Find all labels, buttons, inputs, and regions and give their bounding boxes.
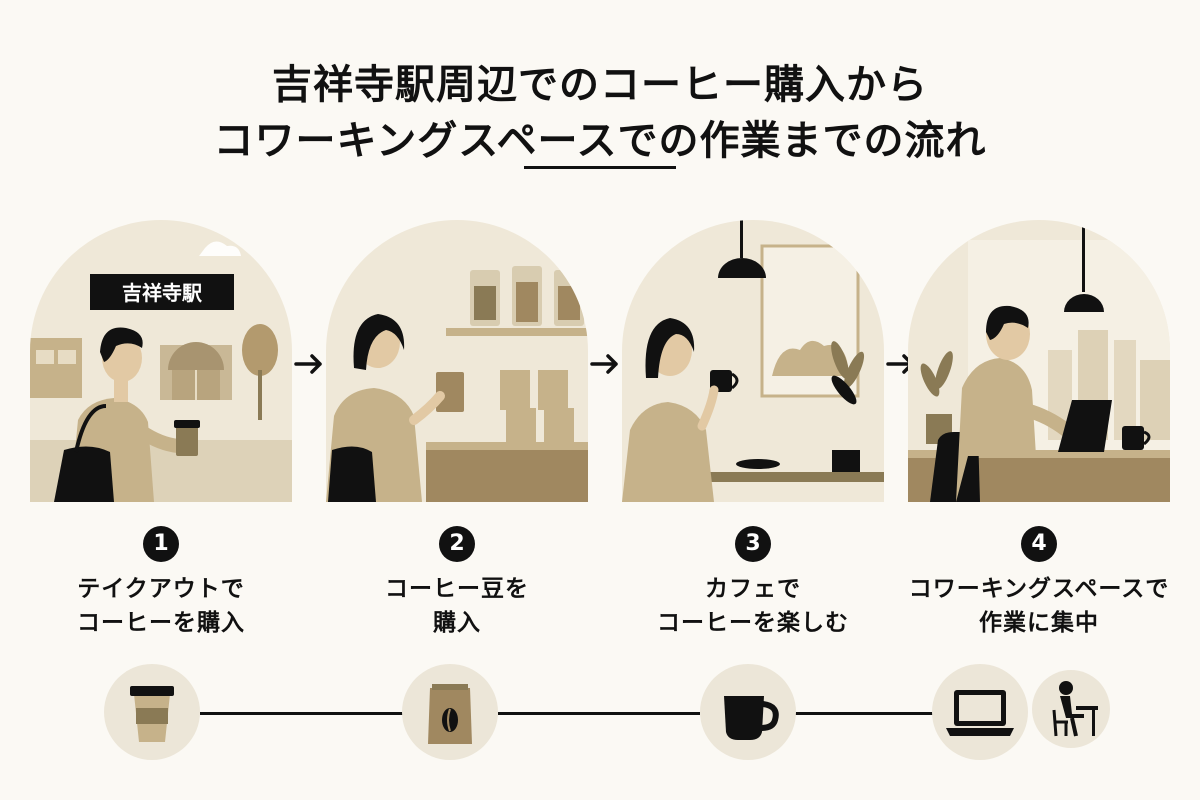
scene-bean-shop xyxy=(326,220,588,502)
step-1-label-line-2: コーヒーを購入 xyxy=(77,610,245,636)
scene-coworking xyxy=(908,220,1170,502)
scene-cafe xyxy=(622,220,884,502)
step-1-number: 1 xyxy=(143,526,179,562)
title-underline xyxy=(524,166,676,169)
laptop-icon xyxy=(932,664,1028,760)
title-line-1: 吉祥寺駅周辺でのコーヒー購入から xyxy=(272,62,928,108)
takeaway-cup-icon xyxy=(104,664,200,760)
step-3-label-line-1: カフェで xyxy=(705,576,801,602)
step-2-label-line-2: 購入 xyxy=(433,610,481,636)
step-4-label-line-1: コワーキングスペースで xyxy=(908,576,1170,602)
scene-station-takeaway: 吉祥寺駅 xyxy=(30,220,292,502)
connector-line xyxy=(200,712,404,715)
coffee-mug-icon xyxy=(700,664,796,760)
station-sign: 吉祥寺駅 xyxy=(122,281,202,305)
step-4-label-line-2: 作業に集中 xyxy=(979,610,1099,636)
title-line-2: コワーキングスペースでの作業までの流れ xyxy=(213,118,987,164)
step-3-number: 3 xyxy=(735,526,771,562)
person-at-desk-icon xyxy=(1032,670,1110,748)
step-3-label: カフェで コーヒーを楽しむ xyxy=(618,572,888,640)
step-2-label-line-1: コーヒー豆を xyxy=(385,576,529,602)
step-2-label: コーヒー豆を 購入 xyxy=(322,572,592,640)
arrow-right-icon xyxy=(590,352,620,376)
step-2-number: 2 xyxy=(439,526,475,562)
step-4-label: コワーキングスペースで 作業に集中 xyxy=(904,572,1174,640)
coffee-bean-bag-icon xyxy=(402,664,498,760)
connector-line xyxy=(498,712,700,715)
arrow-right-icon xyxy=(294,352,324,376)
step-4-number: 4 xyxy=(1021,526,1057,562)
step-3-label-line-2: コーヒーを楽しむ xyxy=(657,610,849,636)
connector-line xyxy=(794,712,934,715)
step-1-label: テイクアウトで コーヒーを購入 xyxy=(26,572,296,640)
step-1-label-line-1: テイクアウトで xyxy=(77,576,245,602)
